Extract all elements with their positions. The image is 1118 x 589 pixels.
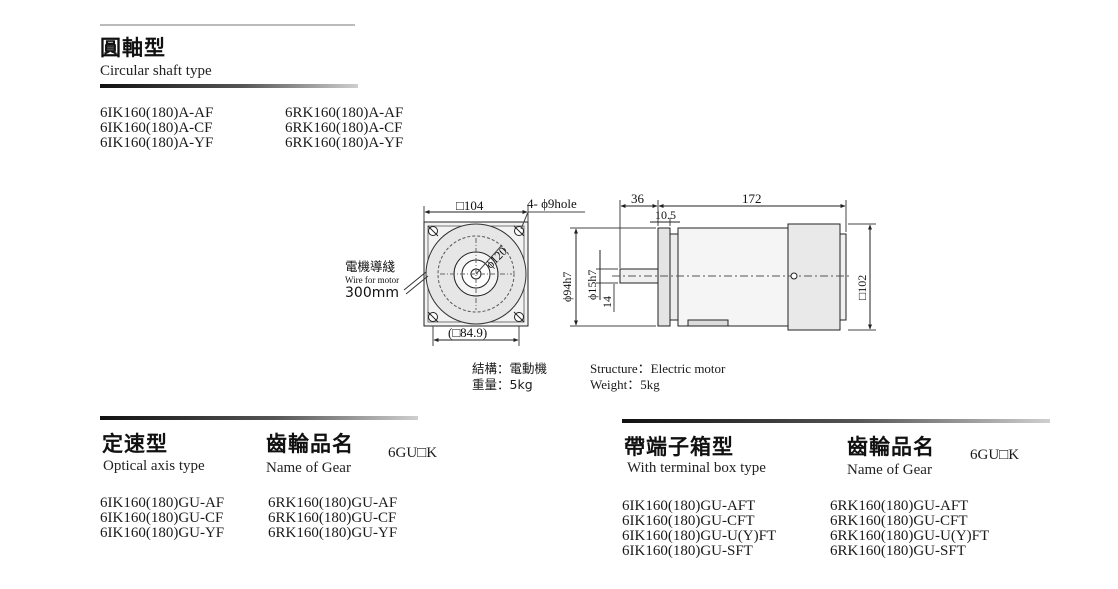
circular-header-bar [100,84,358,88]
model-item: 6RK160(180)GU-YF [268,525,398,541]
model-item: 6IK160(180)GU-U(Y)FT [622,528,777,544]
spec-cn: 結構：電動機 重量：5kg [472,361,547,393]
dim-172-text: 172 [742,191,762,206]
terminal-gear-en: Name of Gear [847,462,932,478]
circular-title-en: Circular shaft type [100,63,212,79]
hole-text: 4- ϕ9hole [527,196,577,211]
dim-36-text: 36 [631,191,645,206]
terminal-models-left: 6IK160(180)GU-AFT 6IK160(180)GU-CFT 6IK1… [622,499,776,559]
dim-104-text: □104 [456,198,484,213]
circular-header: 圓軸型 Circular shaft type [100,24,360,88]
dim-849-text: (□84.9) [448,325,487,340]
model-item: 6RK160(180)GU-U(Y)FT [830,528,990,544]
wire-cn-text: 電機導綫 [345,259,396,274]
front-view [403,206,585,346]
header-top-rule [100,24,355,26]
terminal-title-cn: 帶端子箱型 [624,435,734,459]
optical-top-bar [100,416,418,420]
model-item: 6IK160(180)GU-SFT [622,543,753,559]
terminal-top-bar [622,419,1050,423]
optical-gear-cn: 齒輪品名 [266,432,354,456]
terminal-header: 帶端子箱型 With terminal box type 齒輪品名 Name o… [622,419,1052,478]
weight-cn: 重量：5kg [472,377,533,392]
model-item: 6RK160(180)GU-CFT [830,513,968,529]
model-item: 6IK160(180)GU-CF [100,510,224,526]
hole-leader [520,211,585,230]
pcd-leader [475,244,503,275]
weight-en: Weight：5kg [590,377,660,392]
optical-title-en: Optical axis type [103,458,205,474]
model-item: 6RK160(180)GU-SFT [830,543,966,559]
structure-en: Structure：Electric motor [590,361,726,376]
side-view [570,200,876,331]
end-cap [839,233,847,321]
model-item: 6IK160(180)A-CF [100,120,213,136]
wire-en-text: Wire for motor [345,275,399,285]
terminal-models-right: 6RK160(180)GU-AFT 6RK160(180)GU-CFT 6RK1… [830,499,989,559]
dim-105-text: 10.5 [655,208,676,222]
structure-cn: 結構：電動機 [472,361,548,376]
screw-mark [790,272,798,280]
circular-models-right: 6RK160(180)A-AF 6RK160(180)A-CF 6RK160(1… [285,106,403,151]
motor-wire [403,271,429,295]
dim-15-text: ϕ15h7 [585,270,599,300]
dim-102-text: □102 [855,275,869,300]
optical-gear-en: Name of Gear [266,460,351,476]
mounting-holes [427,225,525,323]
optical-header: 定速型 Optical axis type 齒輪品名 Name of Gear … [100,416,437,476]
pilot-side [669,233,679,321]
optical-models-right: 6RK160(180)GU-AF 6RK160(180)GU-CF 6RK160… [268,496,397,541]
circular-models-left: 6IK160(180)A-AF 6IK160(180)A-CF 6IK160(1… [100,106,213,151]
model-item: 6RK160(180)GU-CF [268,510,397,526]
model-item: 6IK160(180)GU-CFT [622,513,755,529]
model-item: 6RK160(180)A-AF [285,105,404,121]
model-item: 6IK160(180)GU-AF [100,495,225,511]
motor-drawing: □104 4- ϕ9hole ϕ120 (□84.9) 電機導綫 Wire fo… [345,191,876,346]
model-item: 6IK160(180)A-AF [100,105,214,121]
dim-14-text: 14 [600,296,614,308]
optical-title-cn: 定速型 [102,432,168,456]
flange-side [657,227,671,327]
optical-models-left: 6IK160(180)GU-AF 6IK160(180)GU-CF 6IK160… [100,496,224,541]
spec-en: Structure：Electric motor Weight：5kg [590,361,725,393]
wire-len-text: 300mm [345,285,399,301]
terminal-gear-code: 6GU□K [970,447,1020,463]
dim-94-text: ϕ94h7 [560,272,574,302]
model-item: 6RK160(180)GU-AFT [830,498,969,514]
motor-body [677,227,789,327]
model-item: 6IK160(180)GU-AFT [622,498,756,514]
terminal-title-en: With terminal box type [627,460,766,476]
model-item: 6IK160(180)GU-YF [100,525,225,541]
model-item: 6RK160(180)A-YF [285,135,404,151]
model-item: 6RK160(180)A-CF [285,120,403,136]
pcd-circle [437,235,515,313]
model-item: 6IK160(180)A-YF [100,135,214,151]
wire-exit [687,319,729,327]
circular-title-cn: 圓軸型 [100,36,166,60]
terminal-gear-cn: 齒輪品名 [847,435,935,459]
optical-gear-code: 6GU□K [388,445,438,461]
model-item: 6RK160(180)GU-AF [268,495,398,511]
